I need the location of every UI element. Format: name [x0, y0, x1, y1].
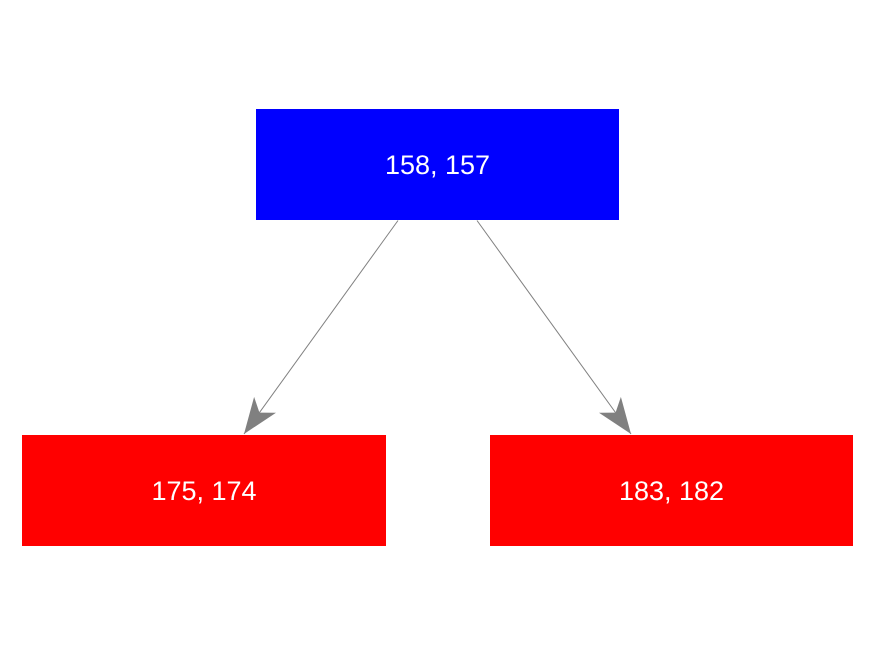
- node-root[interactable]: 158, 157: [256, 109, 619, 220]
- node-left-child[interactable]: 175, 174: [22, 435, 386, 546]
- node-right-child[interactable]: 183, 182: [490, 435, 853, 546]
- node-left-child-box[interactable]: [22, 435, 386, 546]
- node-root-box[interactable]: [256, 109, 619, 220]
- node-left-child-label: 175, 174: [151, 476, 256, 506]
- edge-root-to-right-child: [476, 220, 632, 435]
- node-right-child-label: 183, 182: [619, 476, 724, 506]
- node-root-label: 158, 157: [385, 150, 490, 180]
- edge-root-to-left-child: [243, 220, 399, 435]
- node-right-child-box[interactable]: [490, 435, 853, 546]
